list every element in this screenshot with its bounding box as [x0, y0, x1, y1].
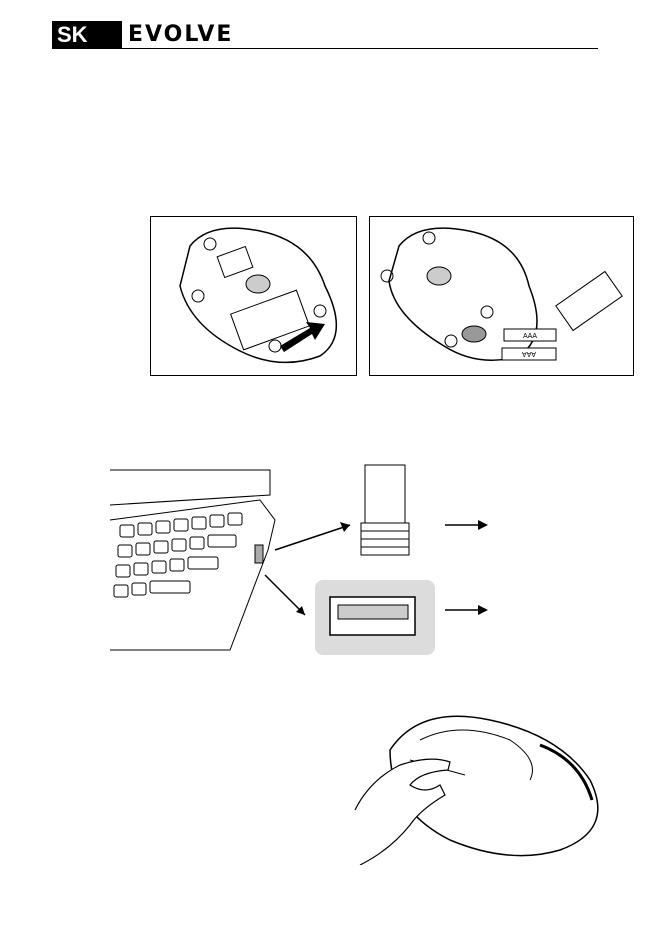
brand-logo: EVOLVE	[128, 22, 234, 47]
battery-cover-illustration	[150, 216, 357, 376]
battery-insert-illustration: AAA AAA	[369, 216, 634, 376]
language-badge: SK	[52, 21, 122, 48]
header-divider	[52, 48, 598, 49]
laptop-keyboard	[109, 469, 276, 651]
battery-label: AAA	[523, 333, 537, 340]
mouse-hand-illustration	[354, 715, 599, 865]
nano-receiver	[360, 464, 410, 556]
usb-receiver-illustration	[109, 464, 488, 655]
battery-label: AAA	[522, 350, 536, 357]
